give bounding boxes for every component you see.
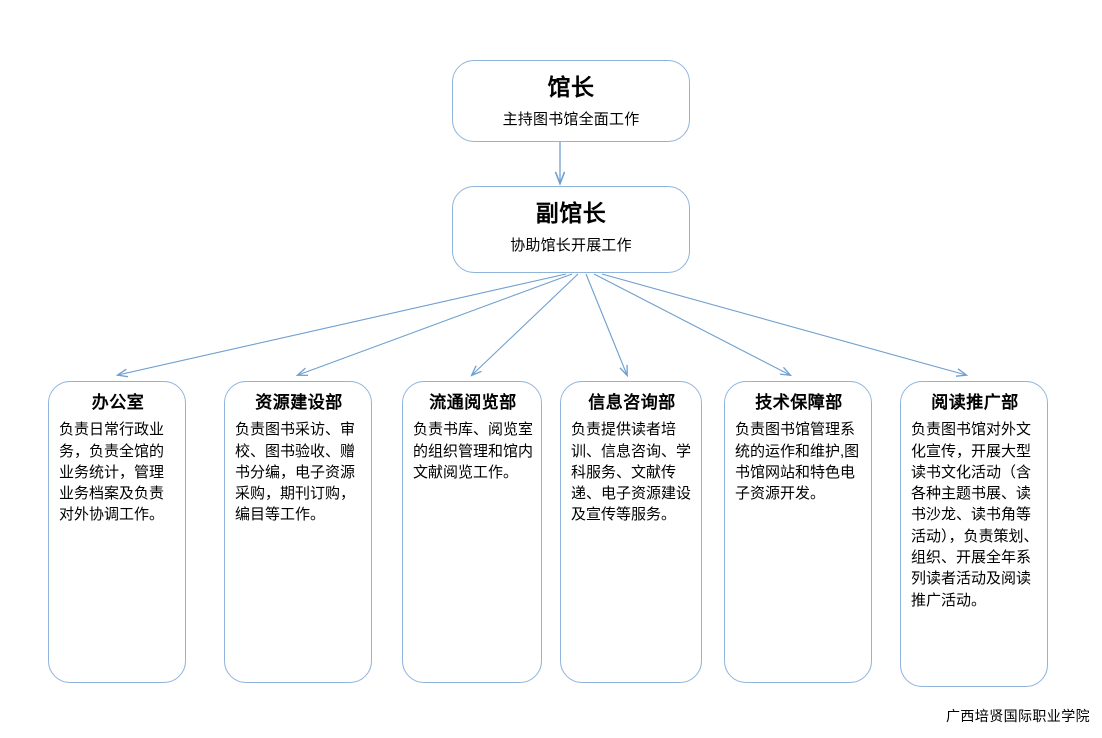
department-description: 负责图书馆管理系统的运作和维护,图书馆网站和特色电子资源开发。 [735, 421, 860, 503]
deputy-director-title: 副馆长 [535, 200, 607, 226]
connector-deputy-to-circulation-reading [472, 273, 579, 375]
director-title: 馆长 [547, 74, 595, 100]
department-title: 流通阅览部 [429, 393, 517, 412]
node-department-circulation-reading[interactable]: 流通阅览部 负责书库、阅览室的组织管理和馆内文献阅览工作。 [402, 381, 542, 683]
department-description: 负责书库、阅览室的组织管理和馆内文献阅览工作。 [413, 421, 534, 481]
connector-deputy-to-office [118, 273, 567, 375]
director-description: 主持图书馆全面工作 [502, 110, 640, 128]
node-department-reading-promotion[interactable]: 阅读推广部 负责图书馆对外文化宣传，开展大型读书文化活动（含各种主题书展、读书沙… [900, 381, 1048, 687]
node-department-resource-construction[interactable]: 资源建设部 负责图书采访、审校、图书验收、赠书分编，电子资源采购，期刊订购，编目… [224, 381, 372, 683]
deputy-director-description: 协助馆长开展工作 [510, 236, 632, 254]
department-description: 负责日常行政业务，负责全馆的业务统计，管理业务档案及负责对外协调工作。 [59, 421, 165, 524]
department-description: 负责提供读者培训、信息咨询、学科服务、文献传递、电子资源建设及宣传等服务。 [571, 421, 692, 524]
node-department-technical-support[interactable]: 技术保障部 负责图书馆管理系统的运作和维护,图书馆网站和特色电子资源开发。 [724, 381, 872, 683]
footer-credit: 广西培贤国际职业学院 [946, 708, 1090, 724]
connector-deputy-to-resource-construction [298, 273, 573, 375]
department-title: 信息咨询部 [588, 393, 676, 412]
node-department-information-consulting[interactable]: 信息咨询部 负责提供读者培训、信息咨询、学科服务、文献传递、电子资源建设及宣传等… [560, 381, 702, 683]
node-deputy-director[interactable]: 副馆长 协助馆长开展工作 [452, 186, 690, 273]
connector-deputy-to-information-consulting [585, 273, 627, 375]
node-department-office[interactable]: 办公室 负责日常行政业务，负责全馆的业务统计，管理业务档案及负责对外协调工作。 [48, 381, 186, 683]
department-title: 阅读推广部 [931, 393, 1019, 412]
node-director[interactable]: 馆长 主持图书馆全面工作 [452, 60, 690, 142]
connector-deputy-to-technical-support [593, 273, 790, 375]
department-description: 负责图书采访、审校、图书验收、赠书分编，电子资源采购，期刊订购，编目等工作。 [235, 421, 356, 524]
department-title: 资源建设部 [255, 393, 343, 412]
connector-deputy-to-reading-promotion [601, 273, 966, 375]
department-description: 负责图书馆对外文化宣传，开展大型读书文化活动（含各种主题书展、读书沙龙、读书角等… [911, 421, 1039, 609]
department-title: 办公室 [91, 393, 145, 412]
department-title: 技术保障部 [755, 393, 843, 412]
